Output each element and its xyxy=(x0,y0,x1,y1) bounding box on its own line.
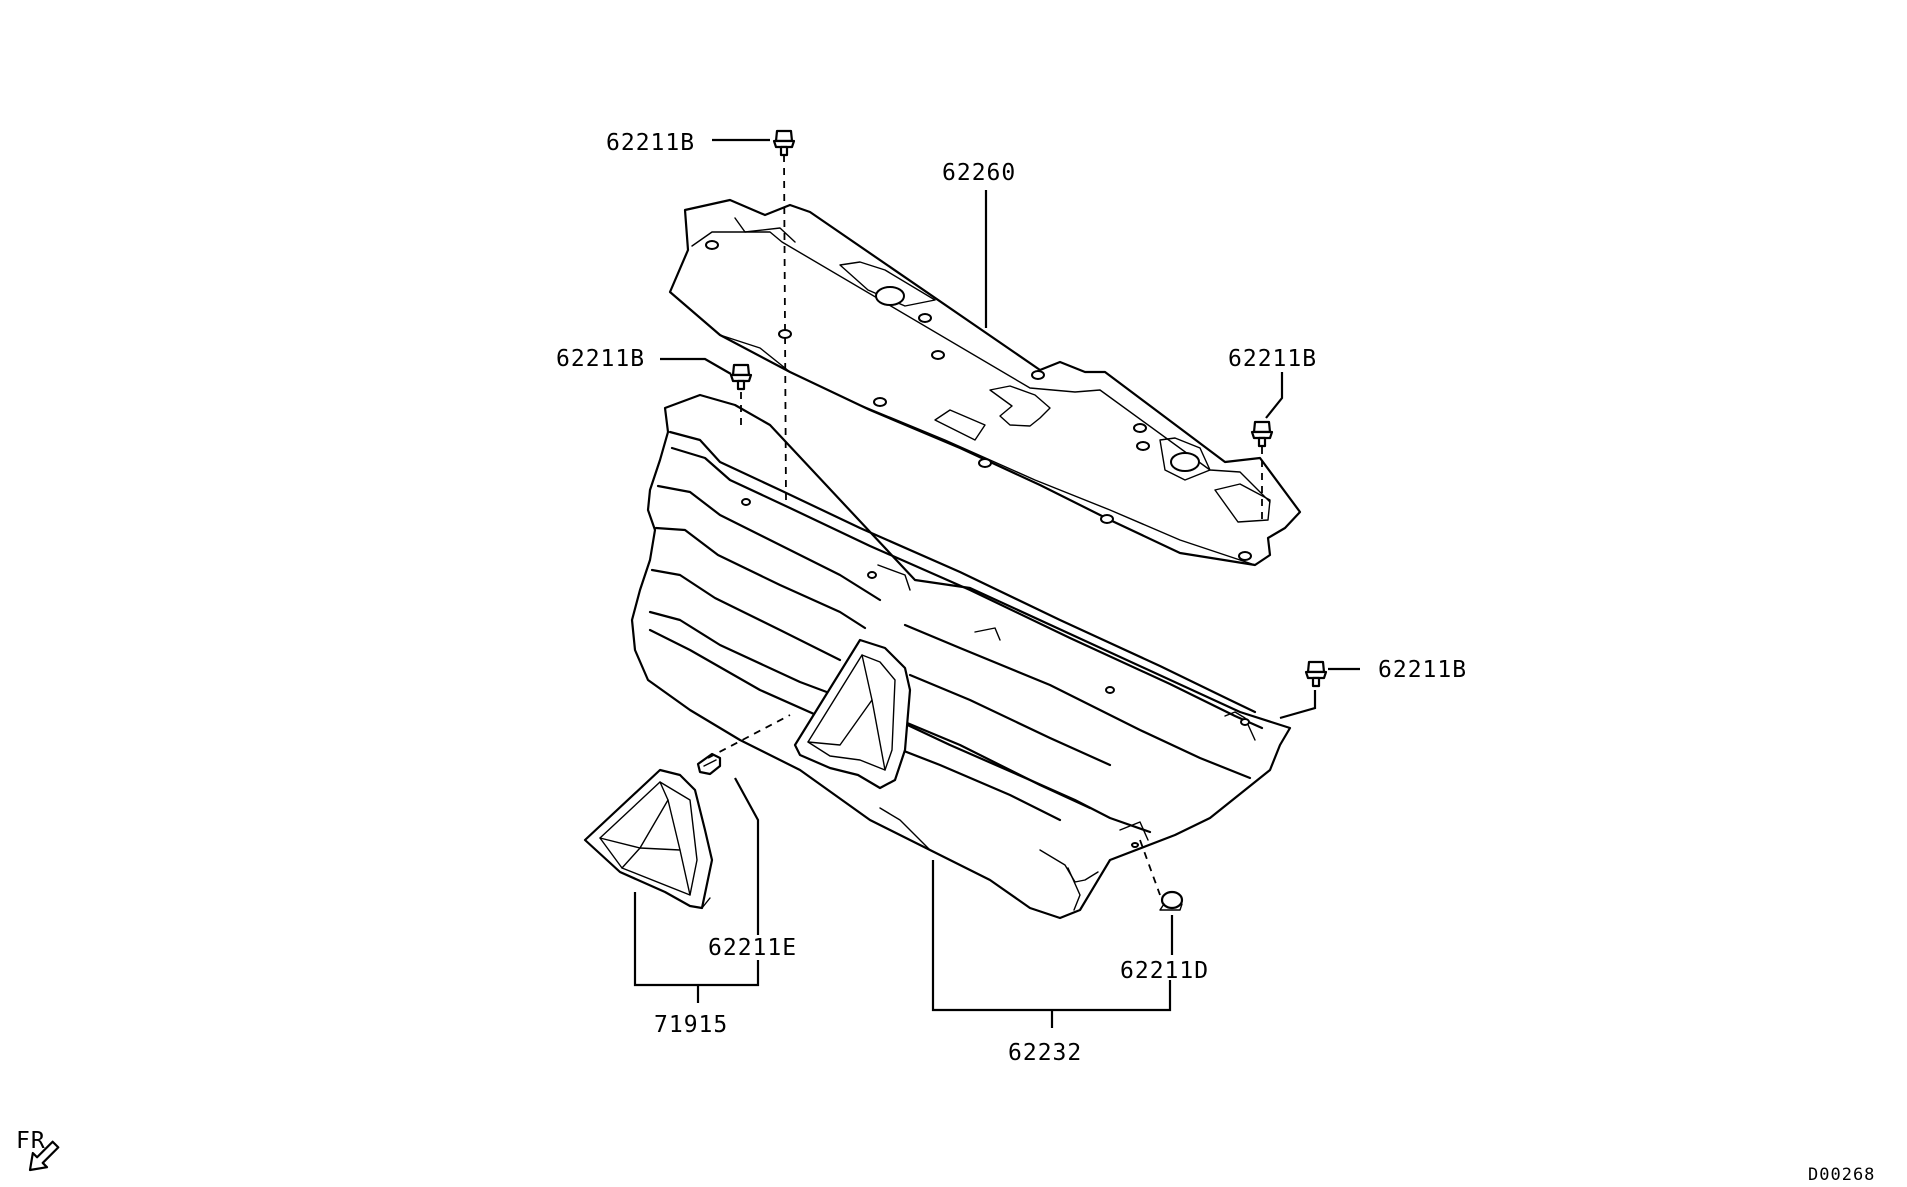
diagram-code: D00268 xyxy=(1808,1165,1875,1185)
callout-clip-emblem: 62211E xyxy=(708,935,797,961)
callout-clip-lower: 62211D xyxy=(1120,958,1209,984)
radiator-grille xyxy=(630,393,1292,920)
front-indicator-label: FR xyxy=(16,1128,46,1154)
emblem-part xyxy=(583,768,714,910)
callout-emblem: 71915 xyxy=(654,1012,728,1038)
callout-bolt-top-left: 62211B xyxy=(606,130,695,156)
bolt-mid-left xyxy=(729,363,753,391)
callout-grille: 62232 xyxy=(1008,1040,1082,1066)
clip-lower xyxy=(1159,890,1184,911)
front-direction-arrow xyxy=(28,1140,60,1172)
callout-bolt-mid-left: 62211B xyxy=(556,346,645,372)
callout-bolt-grille-right: 62211B xyxy=(1378,657,1467,683)
radiator-cover-panel xyxy=(668,198,1302,567)
bolt-grille-right xyxy=(1304,660,1328,688)
bolt-mid-right xyxy=(1250,420,1274,448)
bolt-top-left xyxy=(772,129,796,157)
callout-cover: 62260 xyxy=(942,160,1016,186)
clip-emblem xyxy=(696,752,722,776)
callout-bolt-mid-right: 62211B xyxy=(1228,346,1317,372)
